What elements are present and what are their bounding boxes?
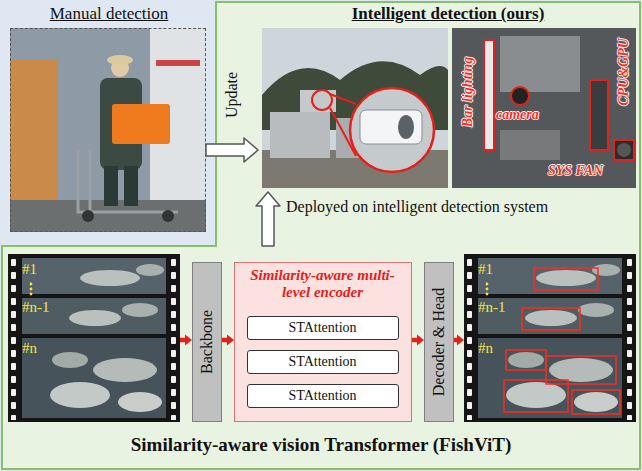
manual-photo-part — [107, 55, 133, 65]
camera-photo-part — [270, 112, 330, 158]
camera-photo-part — [350, 88, 434, 172]
manual-photo-part — [10, 28, 206, 232]
attention-box: STAttention — [247, 350, 399, 374]
interior-photo-part — [500, 130, 560, 160]
interior-photo — [452, 28, 636, 188]
detection-boxes-part — [572, 390, 620, 414]
photo-annotation: Bar lighting — [460, 57, 476, 127]
interior-photo-part — [452, 28, 636, 188]
camera-photo-part — [312, 90, 332, 110]
output-frames-text: #1 — [478, 261, 493, 278]
output-frames: #1 #n-1 #n — [464, 254, 636, 422]
encoder-box: Similarity-aware multi-level encoderSTAt… — [234, 262, 412, 422]
manual-photo — [10, 28, 206, 232]
edge-label: Update — [223, 72, 241, 118]
input-frames: #1 #n-1 #n — [8, 254, 180, 422]
manual-photo-part — [82, 210, 94, 222]
interior-photo-part — [617, 143, 631, 157]
detection-boxes-part — [546, 356, 616, 384]
film-strips — [8, 254, 636, 422]
film-strips-part — [464, 254, 636, 422]
camera-photo-part — [262, 28, 448, 188]
manual-photo-part — [112, 104, 170, 144]
detection-boxes-part — [534, 268, 598, 290]
backbone-box-text: Backbone — [198, 310, 216, 374]
edge-label: Deployed on intelligent detection system — [286, 198, 548, 216]
photo-panel: Manual detection — [10, 28, 206, 232]
interior-photo-part — [614, 140, 634, 160]
flow-arrow — [180, 335, 192, 346]
photo-panel-text: Manual detection — [7, 4, 211, 24]
interior-photo-part — [511, 87, 529, 105]
interior-photo-part — [590, 80, 608, 150]
hollow-arrow — [256, 192, 280, 246]
attention-box-text: STAttention — [248, 353, 398, 369]
detection-boxes — [504, 268, 620, 414]
detection-boxes-part — [506, 350, 546, 370]
input-frames-text: #1 — [22, 261, 37, 278]
flow-arrow — [412, 335, 424, 346]
interior-photo-part — [500, 36, 580, 92]
manual-photo-part — [156, 60, 200, 66]
input-frames-text: #n — [22, 340, 37, 357]
attention-box: STAttention — [247, 316, 399, 340]
camera-photo-part-part — [398, 115, 414, 139]
manual-photo-part — [104, 166, 118, 206]
decoder-box-text: Decoder & Head — [430, 288, 448, 396]
camera-photo-part-part — [350, 88, 434, 172]
output-frames-text: #n-1 — [478, 299, 506, 316]
hollow-arrow — [206, 138, 258, 162]
model-band: Similarity-aware vision Transformer (Fis… — [2, 246, 640, 469]
backbone-box: Backbone — [192, 262, 222, 422]
flow-arrow — [454, 335, 464, 346]
attention-box-text: STAttention — [248, 319, 398, 335]
photo-annotation: CPU&GPU — [616, 38, 632, 106]
encoder-box-text: Similarity-aware multi-level encoder — [239, 267, 406, 302]
photo-annotation: SYS FAN — [548, 163, 603, 179]
interior-photo-part — [484, 40, 494, 150]
decoder-box: Decoder & Head — [424, 262, 454, 422]
camera-photo — [262, 28, 448, 188]
flow-arrow — [222, 335, 234, 346]
photo-annotation: camera — [496, 107, 539, 123]
detection-boxes-part — [522, 308, 580, 330]
manual-photo-part — [78, 150, 178, 212]
attention-box-text: STAttention — [248, 387, 398, 403]
output-frames-text: #n — [478, 340, 493, 357]
camera-photo-part-part — [360, 110, 422, 144]
attention-box: STAttention — [247, 384, 399, 408]
camera-photo-part — [350, 88, 434, 172]
model-band-text: Similarity-aware vision Transformer (Fis… — [2, 434, 640, 456]
manual-photo-part — [10, 60, 58, 200]
system-panel-text: Intelligent detection (ours) — [258, 4, 638, 24]
input-frames-text: #n-1 — [22, 299, 50, 316]
film-strips-part — [8, 254, 180, 422]
manual-photo-part — [124, 166, 138, 206]
manual-photo-part — [162, 210, 174, 222]
detection-boxes-part — [504, 380, 568, 412]
